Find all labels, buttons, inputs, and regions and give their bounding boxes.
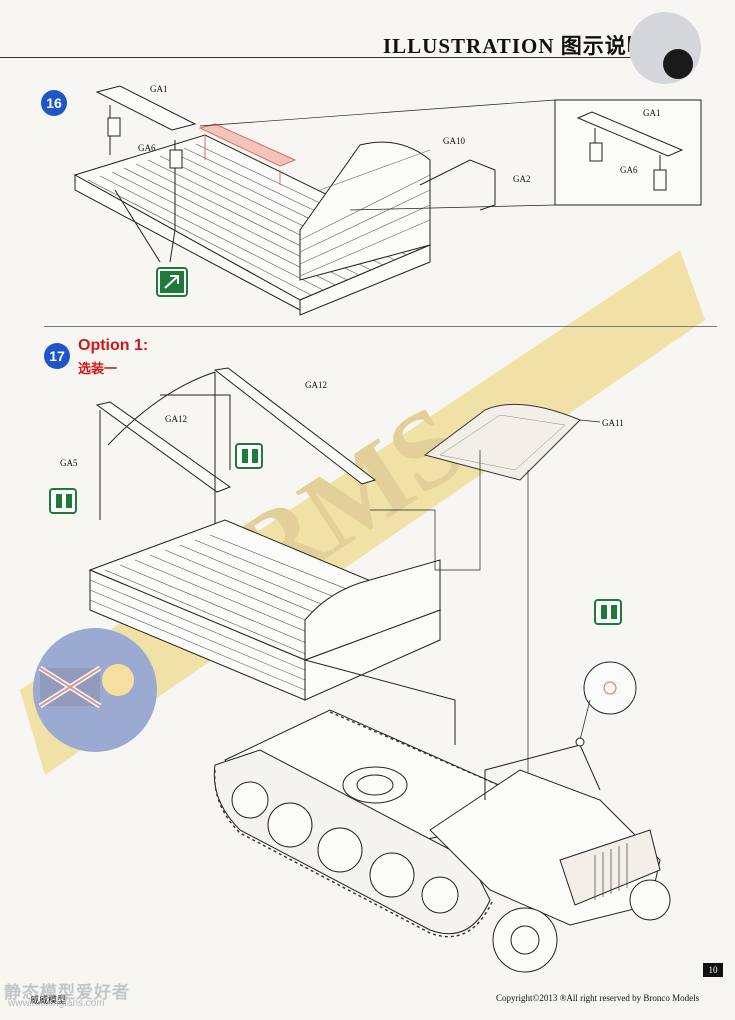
step16-cargo-bed-drawing [73, 85, 556, 316]
option-title: Option 1: [78, 337, 149, 354]
option-subtitle: 选装一 [78, 361, 118, 376]
part-label-ga10: GA10 [443, 136, 465, 146]
footer-left-text: 威威模型 [30, 995, 67, 1005]
header-divider [0, 57, 660, 58]
page-number: 10 [703, 963, 723, 977]
step17-vehicle-drawing [88, 367, 671, 973]
part-label-ga5: GA5 [60, 458, 78, 468]
page-title: ILLUSTRATION 图示说明: [383, 34, 657, 58]
part-label-ga1: GA1 [150, 84, 168, 94]
part-label-ga12-top: GA12 [305, 380, 327, 390]
copyright-notice: Copyright©2013 ®All right reserved by Br… [496, 993, 700, 1003]
step-16-badge: 16 [41, 90, 67, 116]
step-17-badge: 17 [44, 343, 70, 369]
watermark-url: www.moxingfans.com [8, 998, 105, 1009]
step-divider [44, 326, 717, 327]
glue-icon-ga5 [49, 488, 77, 514]
corner-decoration [629, 12, 701, 84]
part-label-ga11: GA11 [602, 418, 624, 428]
watermark-text: 静态模型爱好者 [4, 983, 130, 1002]
detail-label-ga6: GA6 [620, 165, 638, 175]
part-label-ga12-left: GA12 [165, 414, 187, 424]
glue-icon-windshield [594, 599, 622, 625]
part-label-ga6: GA6 [138, 143, 156, 153]
detail-label-ga1: GA1 [643, 108, 661, 118]
step16-detail-box [554, 99, 702, 206]
cement-glue-icon [156, 267, 188, 297]
part-label-ga2: GA2 [513, 174, 531, 184]
glue-icon-ga12 [235, 443, 263, 469]
